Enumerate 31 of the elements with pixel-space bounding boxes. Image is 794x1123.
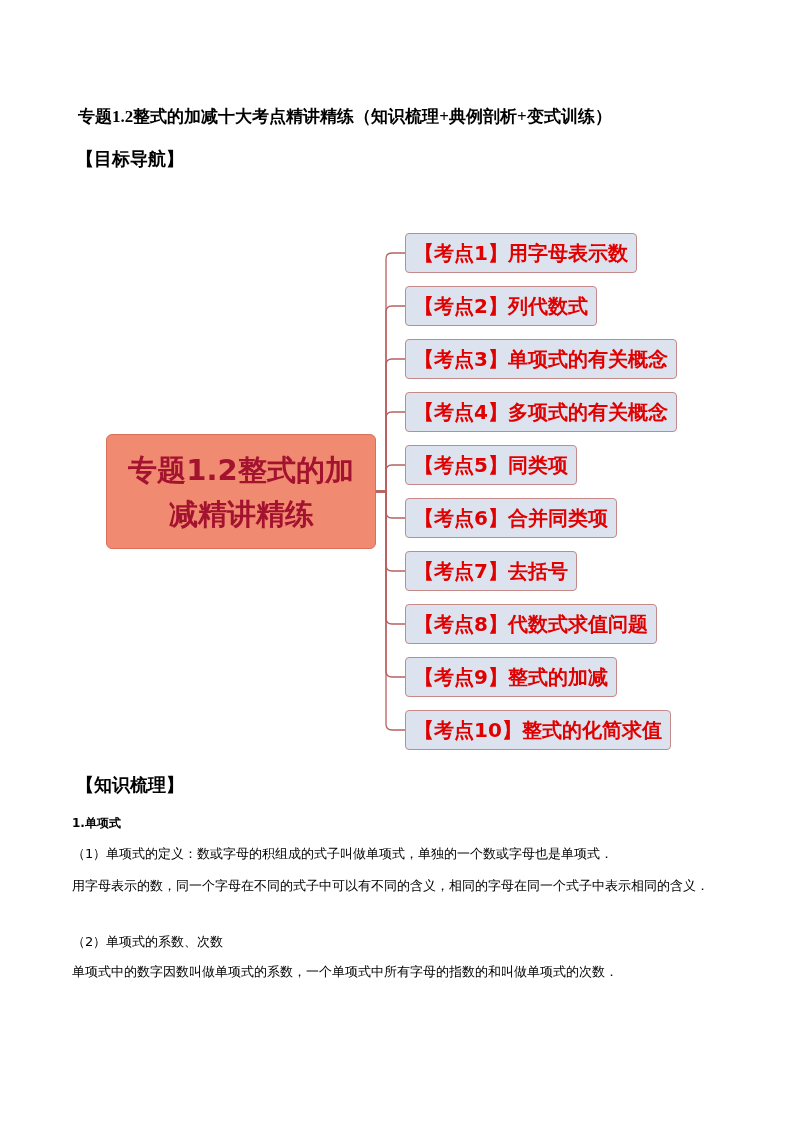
topic-box <box>405 233 637 273</box>
topic-box <box>405 551 577 591</box>
topic-title: 专题1.2整式的加减精讲精练 <box>127 451 355 533</box>
topic-box <box>405 657 617 697</box>
paragraph: 用字母表示的数，同一个字母在不同的式子中可以有不同的含义，相同的字母在同一个式子中表示相同的含义． <box>72 877 710 895</box>
topic-box <box>405 710 671 750</box>
topic-label: 【考点9】整式的加减 <box>414 664 608 691</box>
topic-label: 【考点4】多项式的有关概念 <box>414 399 668 426</box>
paragraph: （2）单项式的系数、次数 <box>72 933 224 951</box>
root-topic-box <box>106 434 376 549</box>
topic-label: 【考点8】代数式求值问题 <box>414 611 648 638</box>
paragraph: 单项式中的数字因数叫做单项式的系数，一个单项式中所有字母的指数的和叫做单项式的次数． <box>72 963 618 981</box>
topic-label: 【考点1】用字母表示数 <box>414 240 628 267</box>
connector-line <box>375 490 406 731</box>
paragraph: （1）单项式的定义：数或字母的积组成的式子叫做单项式，单独的一个数或字母也是单项式． <box>72 845 614 863</box>
document-title: 专题1.2整式的加减十大考点精讲精练（知识梳理+典例剖析+变式训练） <box>78 106 612 128</box>
topic-box <box>405 339 677 379</box>
topic-box <box>405 604 657 644</box>
section-heading: 【目标导航】 <box>76 148 184 171</box>
topic-box <box>405 286 597 326</box>
topic-label: 【考点5】同类项 <box>414 452 568 479</box>
topic-box <box>405 392 677 432</box>
topic-box <box>405 498 617 538</box>
topic-label: 【考点7】去括号 <box>414 558 568 585</box>
subsection-heading: 1.单项式 <box>72 815 121 832</box>
topic-label: 【考点6】合并同类项 <box>414 505 608 532</box>
topic-label: 【考点3】单项式的有关概念 <box>414 346 668 373</box>
topic-label: 【考点10】整式的化简求值 <box>414 717 662 744</box>
section-heading: 【知识梳理】 <box>76 774 184 797</box>
topic-label: 【考点2】列代数式 <box>414 293 588 320</box>
topic-box <box>405 445 577 485</box>
